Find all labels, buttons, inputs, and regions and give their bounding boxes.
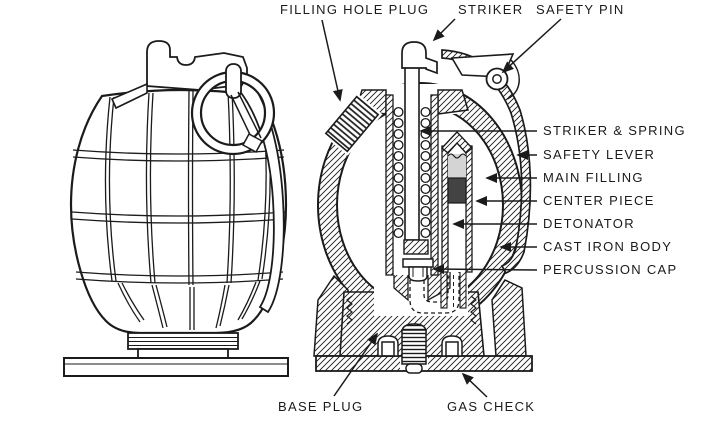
grenade-cutaway-view	[313, 41, 533, 374]
label-gas-check: GAS CHECK	[447, 399, 536, 414]
channel-wall-left	[385, 94, 394, 276]
label-cast-iron-body: CAST IRON BODY	[543, 239, 673, 254]
filling-hole-plug-part	[321, 92, 383, 156]
center-piece-part	[440, 130, 474, 273]
channel-wall-right	[430, 94, 439, 276]
base-plug-studs	[377, 323, 463, 374]
pull-ring	[190, 70, 276, 156]
main-filling-powder	[448, 154, 466, 178]
safety-lever-strap	[237, 74, 285, 314]
leader-base-plug	[333, 332, 379, 397]
label-base-plug: BASE PLUG	[278, 399, 364, 414]
label-striker-and-spring: STRIKER & SPRING	[543, 123, 686, 138]
safety-lever-top	[110, 82, 148, 110]
striker-tip	[403, 239, 429, 255]
grenade-external-view	[63, 40, 289, 377]
striker-rod	[404, 47, 420, 241]
label-percussion-cap: PERCUSSION CAP	[543, 262, 678, 277]
striker-head	[401, 41, 438, 75]
external-base-plate	[63, 357, 289, 377]
detonator-charge	[447, 177, 467, 204]
label-striker: STRIKER	[458, 2, 524, 17]
safety-lever-part	[441, 49, 532, 275]
label-safety-pin: SAFETY PIN	[536, 2, 625, 17]
leader-percussion-cap	[432, 264, 538, 275]
leader-filling-hole-plug	[321, 19, 343, 102]
label-main-filling: MAIN FILLING	[543, 170, 644, 185]
safety-pin-part	[450, 53, 520, 100]
label-center-piece: CENTER PIECE	[543, 193, 655, 208]
plug-threads	[346, 295, 477, 325]
label-safety-lever: SAFETY LEVER	[543, 147, 656, 162]
leader-lines	[321, 18, 562, 398]
striker-assembly	[385, 41, 439, 276]
percussion-cap-part	[402, 258, 434, 282]
label-detonator: DETONATOR	[543, 216, 635, 231]
ring-pin	[225, 63, 242, 99]
body-skirt-right	[491, 279, 527, 357]
leader-striker	[432, 18, 456, 42]
split-pin-clip	[230, 91, 264, 154]
label-filling-hole-plug: FILLING HOLE PLUG	[280, 2, 430, 17]
external-base	[63, 332, 289, 377]
leader-gas-check	[461, 372, 488, 398]
leader-safety-pin	[501, 18, 562, 74]
